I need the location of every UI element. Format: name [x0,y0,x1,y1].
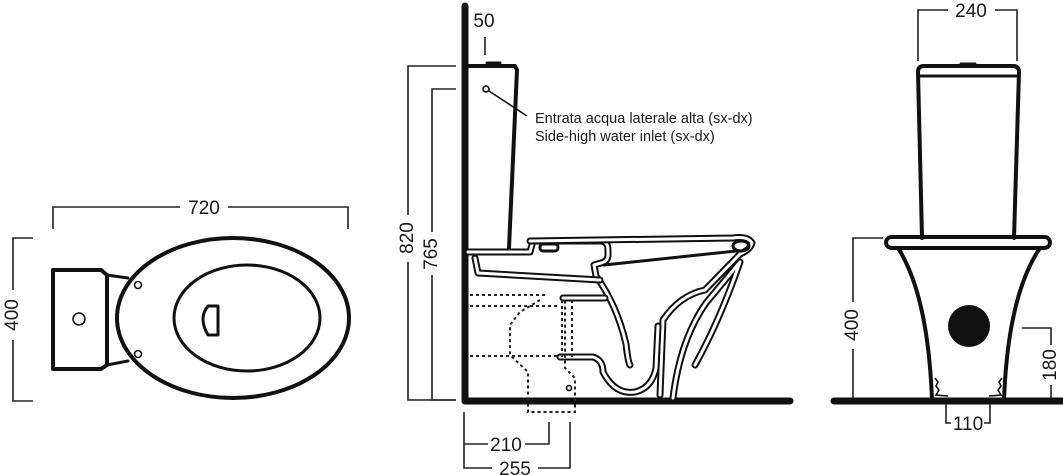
inlet-note-italian: Entrata acqua laterale alta (sx-dx) [535,111,753,127]
dimension-cistern-offset-50: 50 [473,11,495,55]
bowl-top [115,236,351,400]
drain-dashed-lines [470,294,576,413]
dimension-height-765: 765 [421,88,456,401]
cistern-front [916,62,1021,240]
svg-text:50: 50 [473,11,494,32]
outlet-circle [948,305,990,347]
svg-text:400: 400 [842,309,863,341]
bowl-side [464,234,756,402]
dimension-fixing-110: 110 [945,404,991,435]
front-view: 240 400 180 [830,1,1063,435]
dimension-height-820: 820 [397,65,456,401]
svg-text:255: 255 [499,459,531,475]
svg-text:180: 180 [1040,349,1061,381]
cistern-side [466,61,528,250]
cistern-top [51,268,130,371]
svg-text:110: 110 [953,414,983,435]
dimension-width-720: 720 [52,198,349,229]
side-view: 50 820 765 Entrata acqua laterale alta (… [397,2,794,475]
svg-text:240: 240 [955,1,987,22]
svg-text:820: 820 [397,222,418,254]
dimension-bowl-height-400: 400 [842,237,883,398]
dimension-cistern-width-240: 240 [917,1,1018,61]
dimension-outlet-height-180: 180 [1022,327,1061,398]
svg-text:210: 210 [490,435,522,456]
dimension-drain-255: 255 [463,422,571,475]
dimension-drain-210: 210 [463,412,550,456]
svg-text:765: 765 [421,238,442,270]
dimension-label-400-top: 400 [2,299,23,331]
dimension-depth-400: 400 [2,237,33,402]
inlet-note-english: Side-high water inlet (sx-dx) [535,129,715,145]
seat-rim-front [884,235,1052,250]
dimension-label-720: 720 [188,198,220,219]
top-view: 720 400 [2,198,351,402]
pedestal-front [896,246,1042,402]
